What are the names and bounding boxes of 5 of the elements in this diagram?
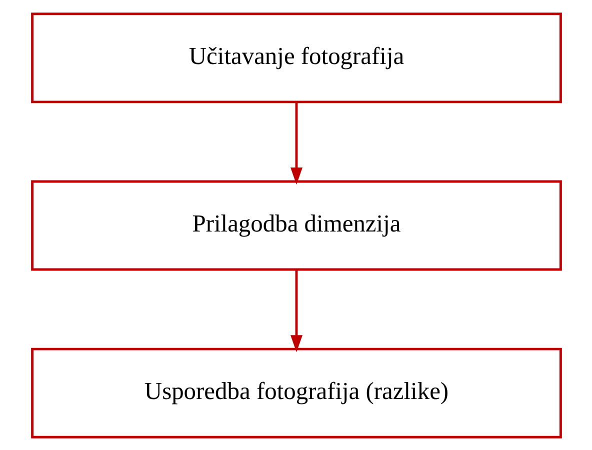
node-box: Usporedba fotografija (razlike) [30, 347, 562, 438]
node-box: Prilagodba dimenzija [30, 180, 562, 270]
node-box: Učitavanje fotografija [30, 12, 562, 103]
arrow [290, 269, 302, 352]
arrow [290, 102, 302, 184]
